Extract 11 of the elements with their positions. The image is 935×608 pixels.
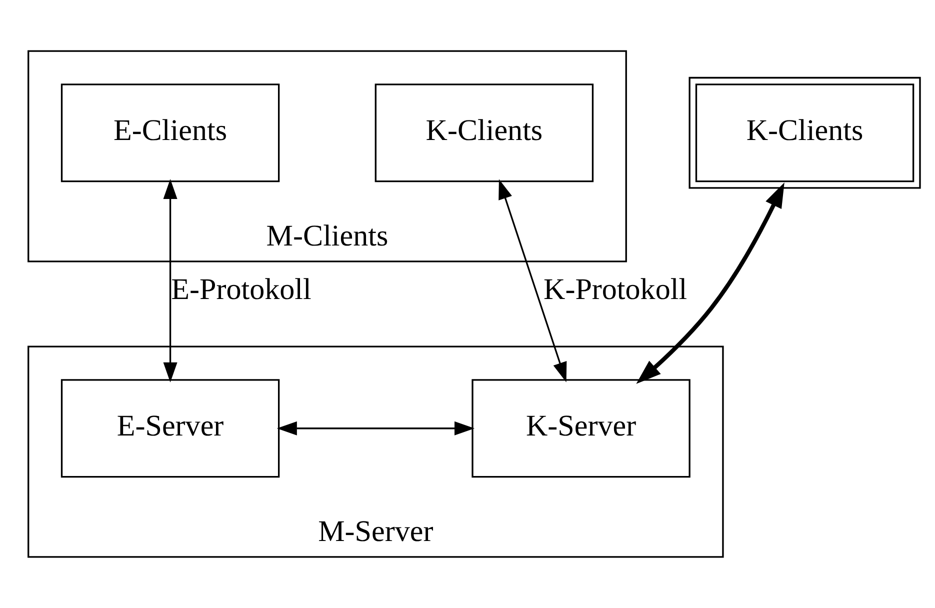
node-box: E-Server [60, 379, 280, 478]
edge-label: K-Protokoll [543, 272, 688, 306]
arrow [498, 179, 567, 382]
arrow [163, 178, 178, 382]
node-box: K-Clients [374, 84, 594, 182]
node-box: E-Clients [60, 84, 280, 182]
arrow [636, 182, 784, 384]
node-box: K-Clients [688, 76, 921, 189]
edge-label: E-Protokoll [171, 272, 312, 306]
arrow [276, 421, 475, 436]
node-box: K-Server [472, 379, 690, 478]
